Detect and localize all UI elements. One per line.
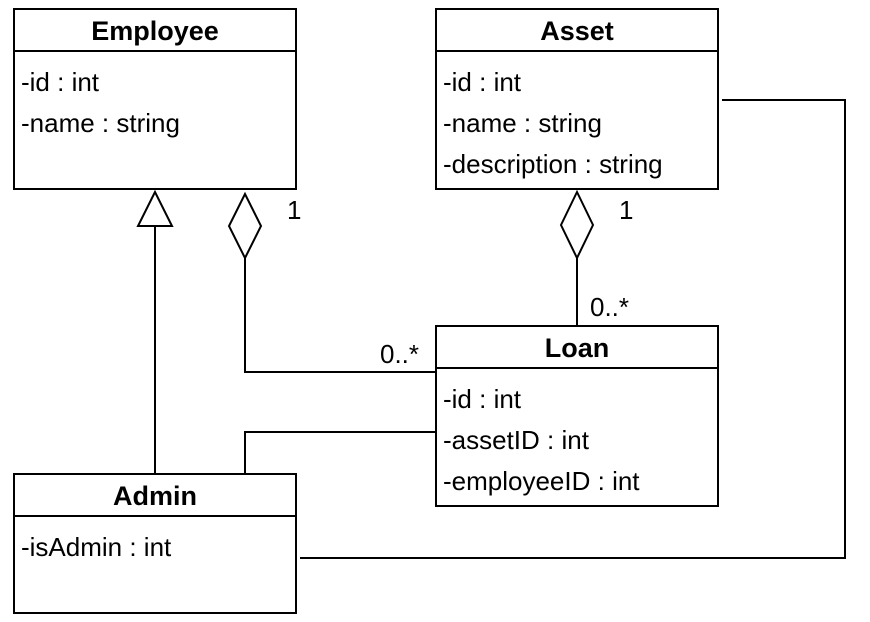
- class-asset-attribute: -name : string: [443, 108, 602, 138]
- class-asset-attribute: -id : int: [443, 67, 522, 97]
- multiplicity-loan-from-employee: 0..*: [380, 339, 420, 369]
- class-admin: Admin -isAdmin : int: [13, 473, 297, 614]
- generalization-triangle-icon: [136, 189, 174, 227]
- class-asset-attribute: -description : string: [443, 149, 663, 179]
- multiplicity-employee-one: 1: [287, 195, 302, 225]
- class-employee-attributes: -id : int -name : string: [15, 52, 295, 144]
- association-admin-loan-line: [244, 431, 436, 474]
- aggregation-diamond-employee-icon: [227, 191, 263, 261]
- class-asset: Asset -id : int -name : string -descript…: [435, 8, 719, 190]
- class-admin-attributes: -isAdmin : int: [15, 517, 295, 568]
- class-admin-title: Admin: [15, 475, 295, 517]
- class-employee: Employee -id : int -name : string: [13, 8, 297, 190]
- class-employee-attribute: -id : int: [21, 67, 100, 97]
- class-loan-attribute: -employeeID : int: [443, 466, 640, 496]
- class-loan-attribute: -assetID : int: [443, 425, 589, 455]
- multiplicity-loan-from-asset: 0..*: [590, 292, 630, 322]
- class-loan-title: Loan: [437, 327, 717, 369]
- class-asset-title: Asset: [437, 10, 717, 52]
- class-employee-attribute: -name : string: [21, 108, 180, 138]
- class-loan-attributes: -id : int -assetID : int -employeeID : i…: [437, 369, 717, 502]
- class-loan: Loan -id : int -assetID : int -employeeI…: [435, 325, 719, 507]
- class-employee-title: Employee: [15, 10, 295, 52]
- aggregation-diamond-asset-icon: [559, 189, 595, 261]
- class-admin-attribute: -isAdmin : int: [21, 532, 172, 562]
- multiplicity-asset-one: 1: [619, 195, 634, 225]
- association-admin-asset-line: [300, 99, 846, 559]
- class-loan-attribute: -id : int: [443, 384, 522, 414]
- aggregation-employee-loan-line: [244, 258, 436, 373]
- class-asset-attributes: -id : int -name : string -description : …: [437, 52, 717, 185]
